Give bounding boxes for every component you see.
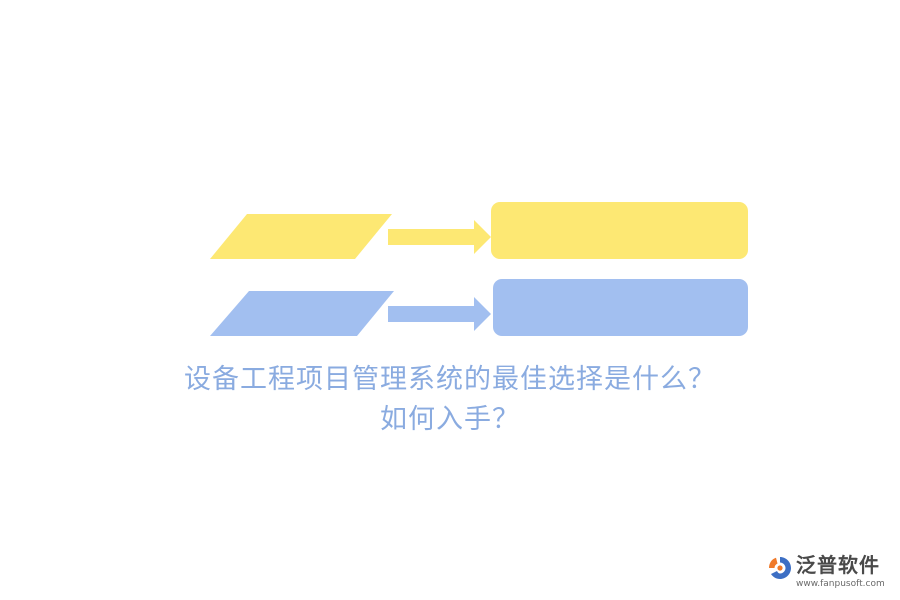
yellow-parallelogram [210, 214, 392, 259]
right-arrow-icon [388, 220, 491, 254]
blue-parallelogram [210, 291, 394, 336]
yellow-rounded-box [491, 202, 748, 259]
page-title: 设备工程项目管理系统的最佳选择是什么？ 如何入手？ [0, 360, 900, 440]
title-line-1: 设备工程项目管理系统的最佳选择是什么？ [184, 364, 716, 395]
title-line-2: 如何入手？ [380, 404, 520, 435]
brand-name: 泛普软件 [796, 553, 880, 577]
blue-rounded-box [493, 279, 748, 336]
brand-watermark: 泛普软件 www.fanpusoft.com [766, 550, 896, 594]
fanpu-logo-icon [769, 557, 791, 579]
brand-url: www.fanpusoft.com [796, 579, 885, 589]
right-arrow-icon [388, 297, 491, 331]
